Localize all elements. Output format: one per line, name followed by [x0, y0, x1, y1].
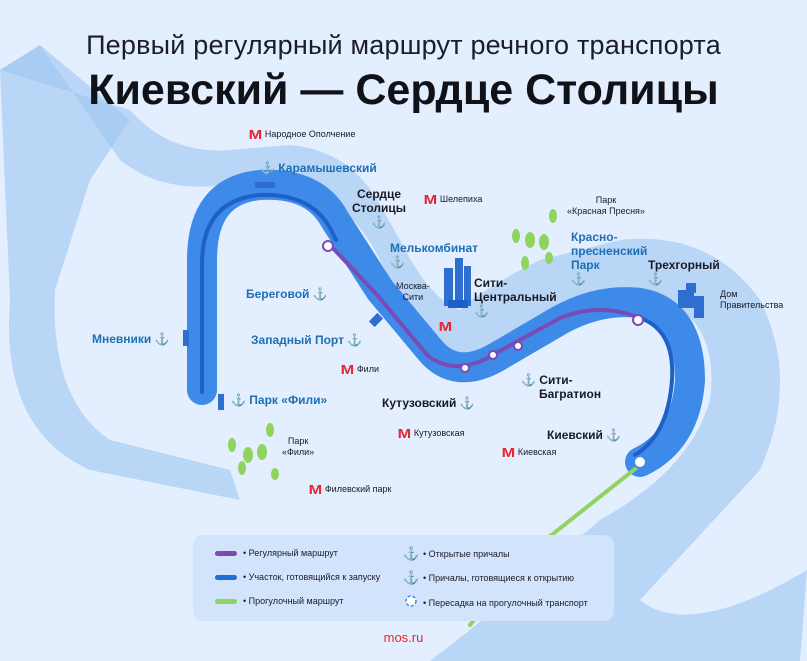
- anchor-icon: ⚓: [606, 428, 622, 442]
- anchor-icon: ⚓: [260, 161, 275, 175]
- legend-open-piers: ⚓ • Открытые причалы: [403, 546, 510, 561]
- place-park-krasnaya-presnya: Парк «Красная Пресня»: [567, 195, 645, 216]
- pier-mnevniki: Мневники ⚓: [92, 332, 170, 346]
- transfer-marker: [633, 455, 647, 469]
- regular-route-swatch: [215, 550, 237, 556]
- regular-route-line: [328, 243, 642, 369]
- place-moskva-siti: Москва- Сити: [396, 281, 430, 302]
- legend-regular-route: • Регулярный маршрут: [215, 548, 338, 558]
- metro-icon: M: [501, 445, 516, 461]
- pier-park-fili: ⚓ Парк «Фили»: [231, 393, 328, 407]
- anchor-icon: ⚓: [154, 332, 170, 346]
- place-dom-pravitelstva: Дом Правительства: [720, 289, 784, 310]
- river-inner-land: [74, 190, 195, 410]
- pier-zapadny-port: Западный Порт ⚓: [251, 333, 363, 347]
- anchor-icon: ⚓: [312, 287, 328, 301]
- dom-pravitelstva-building: [678, 283, 704, 318]
- anchor-icon: ⚓: [347, 333, 363, 347]
- pier-siti-bagration: ⚓ Сити- Багратион: [521, 373, 602, 401]
- anchor-icon: ⚓: [521, 373, 536, 387]
- launch-section-swatch: [215, 574, 237, 580]
- footer-source: mos.ru: [383, 630, 424, 645]
- metro-icon: M: [308, 482, 323, 498]
- map-title: Киевский — Сердце Столицы: [88, 66, 719, 114]
- metro-icon: M: [397, 426, 412, 442]
- pier-kutuzovsky: Кутузовский ⚓: [382, 396, 475, 410]
- metro-icon: M: [340, 362, 355, 378]
- anchor-icon: ⚓: [459, 396, 475, 410]
- place-park-fili: Парк «Фили»: [282, 436, 315, 457]
- pier-trekhgorny: Трехгорный ⚓: [648, 258, 720, 286]
- pier-siti-bagration: [460, 363, 470, 373]
- anchor-icon: ⚓: [571, 272, 586, 286]
- pier-krasnopresnensky: Красно- пресненский Парк ⚓: [571, 230, 648, 286]
- anchor-icon: ⚓: [371, 215, 387, 229]
- legend-walking-route: • Прогулочный маршрут: [215, 596, 343, 606]
- anchor-icon: ⚓: [474, 304, 489, 318]
- pier-markers: [322, 240, 644, 373]
- pier-serdtse: [322, 240, 334, 252]
- trees-krasnaya-presnya: [512, 209, 557, 270]
- metro-icon: M: [423, 192, 438, 208]
- pier-siti-tsentralny: Сити- Центральный ⚓: [474, 276, 557, 318]
- metro-siti: M: [438, 319, 455, 335]
- pier-blocks: [183, 182, 384, 410]
- walking-route-swatch: [215, 598, 237, 604]
- legend-planned-piers: ⚓ • Причалы, готовящиеся к открытию: [403, 570, 575, 585]
- transfer-icon: [403, 594, 419, 611]
- pier-melkombinat: Мелькомбинат ⚓: [390, 241, 478, 269]
- pier-serdtse-stolitsy: Сердце Столицы ⚓: [352, 187, 407, 229]
- metro-icon: M: [438, 319, 453, 335]
- pier-siti-centr: [488, 350, 498, 360]
- river-west-loop: [0, 45, 240, 500]
- anchor-icon: ⚓: [231, 393, 246, 407]
- trees-fili: [228, 423, 279, 480]
- pier-siti-centr-2: [513, 341, 523, 351]
- legend-transfer: • Пересадка на прогулочный транспорт: [403, 594, 588, 611]
- anchor-icon: ⚓: [390, 255, 405, 269]
- anchor-icon: ⚓: [403, 546, 420, 561]
- legend-launch-section: • Участок, готовящийся к запуску: [215, 572, 380, 582]
- anchor-icon: ⚓: [648, 272, 663, 286]
- metro-icon: M: [248, 127, 263, 143]
- pier-beregovoy: Береговой ⚓: [246, 287, 328, 301]
- moskva-siti-towers: [444, 258, 471, 308]
- pier-trekhgorny: [632, 314, 644, 326]
- anchor-icon: ⚓: [403, 570, 420, 585]
- map-subtitle: Первый регулярный маршрут речного трансп…: [86, 30, 721, 60]
- pier-karamyshevsky: ⚓ Карамышевский: [260, 161, 377, 175]
- launch-section-line-east: [633, 316, 675, 457]
- launch-section-line: [200, 192, 338, 394]
- pier-kievsky: Киевский ⚓: [547, 428, 622, 442]
- legend: • Регулярный маршрут • Участок, готовящи…: [193, 535, 614, 621]
